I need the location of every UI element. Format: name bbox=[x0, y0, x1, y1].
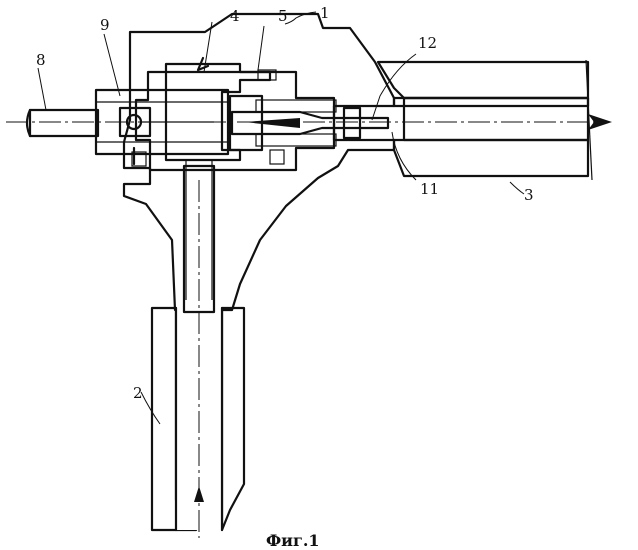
label-8: 8 bbox=[36, 51, 46, 69]
label-11: 11 bbox=[420, 180, 439, 198]
label-12: 12 bbox=[418, 34, 437, 52]
inlet-pipe bbox=[152, 160, 244, 538]
valve-insert bbox=[96, 64, 270, 164]
label-4: 4 bbox=[230, 7, 240, 25]
label-1: 1 bbox=[320, 4, 330, 22]
housing-body bbox=[124, 14, 394, 310]
label-5: 5 bbox=[278, 7, 288, 25]
label-2: 2 bbox=[133, 384, 143, 402]
reference-labels: 1 2 3 4 5 8 9 11 12 bbox=[36, 4, 534, 402]
label-9: 9 bbox=[100, 16, 110, 34]
nozzle-assembly bbox=[132, 70, 388, 166]
figure-caption: Фиг.1 bbox=[266, 531, 320, 550]
leader-lines bbox=[38, 12, 524, 424]
rod bbox=[27, 110, 98, 136]
outlet-pipe bbox=[378, 60, 592, 180]
label-3: 3 bbox=[524, 186, 534, 204]
